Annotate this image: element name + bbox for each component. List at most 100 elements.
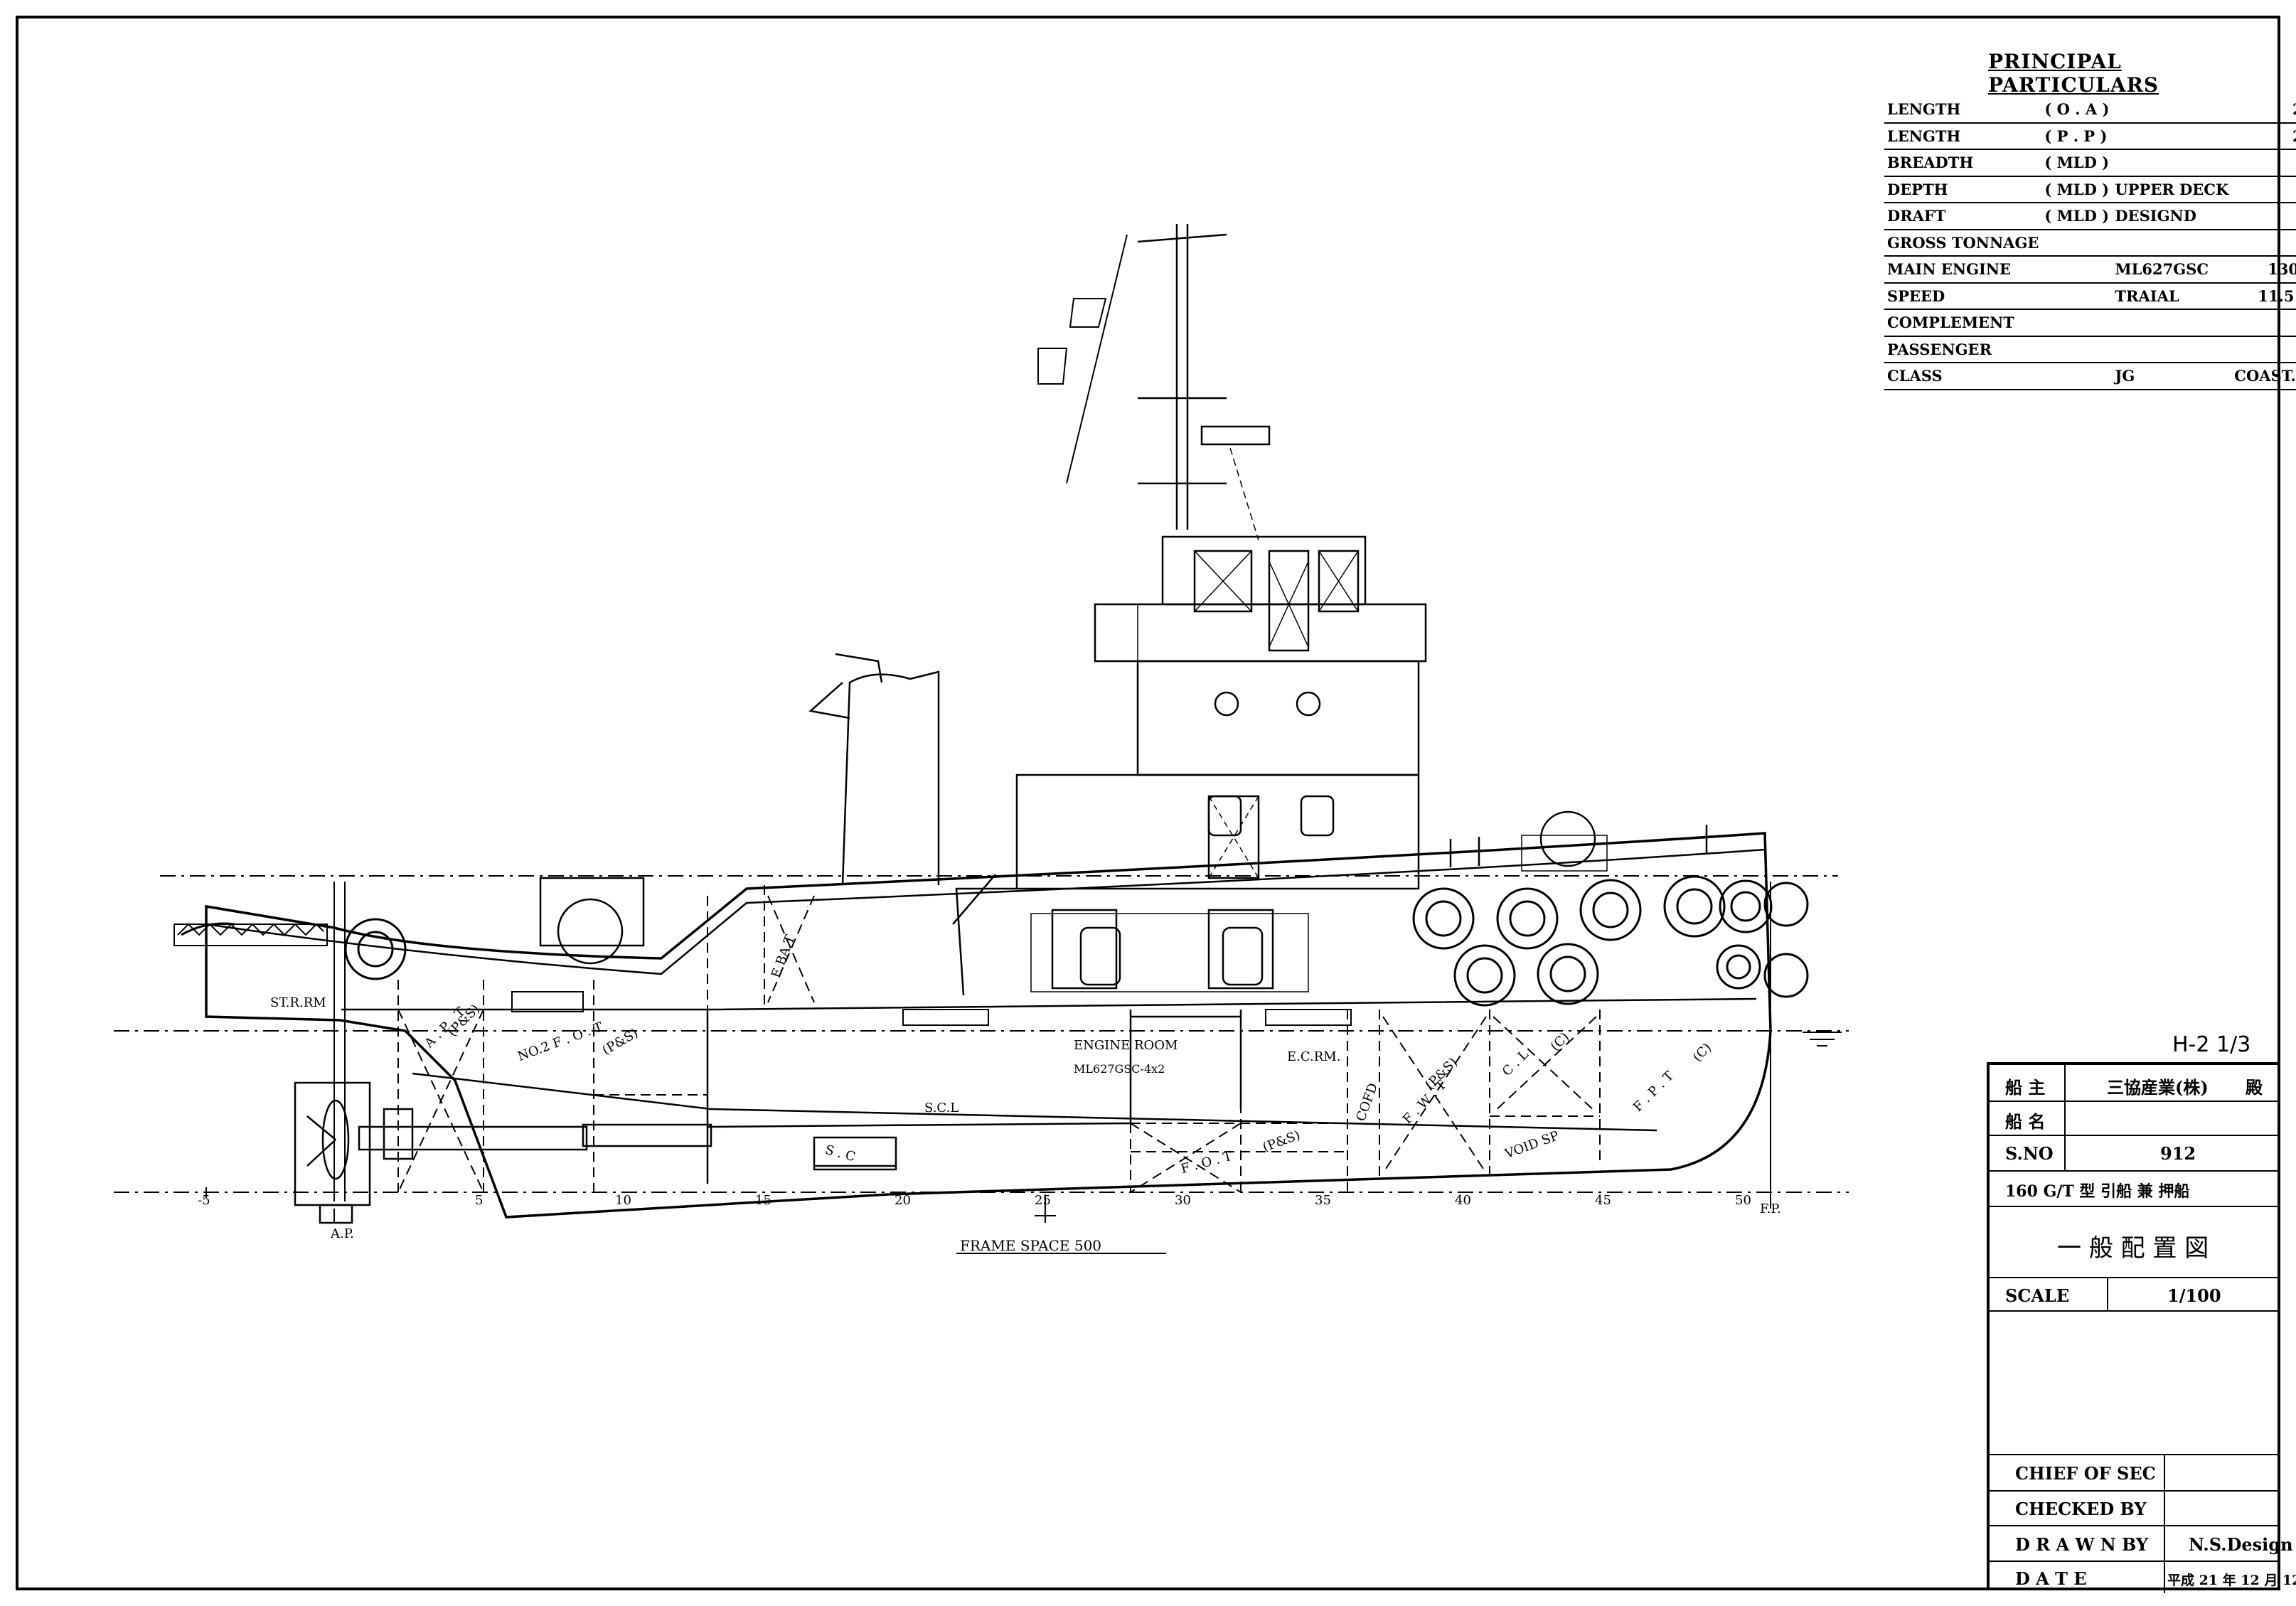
date-label: D A T E [2015,1568,2087,1589]
particulars-key: MAIN ENGINE [1884,256,2042,284]
checked-label: CHECKED BY [2015,1499,2147,1519]
particulars-key: GROSS TONNAGE [1884,229,2042,257]
title-block: 船 主 三協産業(株) 殿 船 名 S.NO 912 160 G/T 型 引船 … [1987,1062,2296,1593]
particulars-row: DRAFT( MLD )DESIGND2.90 M [1884,203,2296,230]
main-deck-line [341,997,1757,1011]
frame-tick-label: 15 [755,1193,771,1208]
particulars-value: 2.90 M [2231,203,2296,230]
scale-label: SCALE [2005,1285,2070,1306]
particulars-value: 28.00 M [2231,97,2296,124]
label-frame-space: FRAME SPACE 500 [960,1237,1102,1254]
upper-deck-line [205,848,1766,975]
frame-tick-label: 10 [615,1193,631,1208]
frame-tick-label: 40 [1455,1193,1471,1208]
hull-outline [205,832,1772,1219]
sno-value: 912 [2160,1143,2196,1164]
particulars-row: GROSS TONNAGE 157 T [1884,229,2296,257]
particulars-key: PASSENGER [1884,336,2042,363]
tank-boundaries [397,885,1601,1193]
particulars-extra [2112,122,2232,150]
drawing-title: 一 般 配 置 図 [2057,1234,2209,1263]
label-ec-rm: E.C.RM. [1287,1049,1341,1064]
particulars-key: LENGTH [1884,97,2042,124]
ship-name-label: 船 名 [2005,1111,2046,1132]
particulars-qual: ( MLD ) [2041,176,2113,203]
particulars-extra [2112,229,2232,257]
particulars-qual: ( MLD ) [2041,149,2113,177]
particulars-row: MAIN ENGINE ML627GSC1300PS x 2 [1884,256,2296,284]
particulars-row: LENGTH( P . P ) 25.50 M [1884,122,2296,150]
particulars-value: 5 P [2231,309,2296,337]
label-engine-model: ML627GSC-4x2 [1074,1062,1165,1076]
ship-type: 160 G/T 型 引船 兼 押船 [2005,1182,2190,1201]
particulars-key: SPEED [1884,282,2042,310]
particulars-key: LENGTH [1884,122,2042,150]
frame-tick-label: -5 [198,1193,210,1208]
waterline-marker [1803,1032,1842,1046]
particulars-qual [2041,282,2113,310]
particulars-value: 7 P [2231,336,2296,363]
hatched-blocks [173,923,1352,1026]
mast [1037,224,1271,541]
particulars-key: CLASS [1884,363,2042,390]
principal-particulars-title: PRINCIPAL PARTICULARS [1988,50,2159,97]
particulars-qual [2041,363,2113,390]
particulars-qual [2041,229,2113,257]
particulars-qual: ( O . A ) [2041,97,2113,124]
chief-label: CHIEF OF SEC [2015,1463,2156,1484]
date-value: 平成 21 年 12 月 12日 [2167,1573,2296,1588]
particulars-value: 1300PS x 2 [2231,256,2296,284]
label-scl: S.C.L [924,1101,959,1115]
particulars-value: 25.50 M [2231,122,2296,150]
bow-bulwark [1449,825,1708,867]
frame-ticks [205,882,1771,1254]
principal-particulars-table: LENGTH( O . A ) 28.00 M LENGTH( P . P ) 25.… [1884,97,2296,390]
frame-tick-label: 35 [1315,1193,1331,1208]
particulars-extra: UPPER DECK [2112,176,2232,203]
label-engine-room: ENGINE ROOM [1074,1038,1178,1053]
particulars-row: PASSENGER 7 P [1884,336,2296,363]
particulars-key: BREADTH [1884,149,2042,177]
owner-suffix: 殿 [2246,1077,2263,1098]
sno-label: S.NO [2005,1143,2054,1164]
particulars-row: LENGTH( O . A ) 28.00 M [1884,97,2296,124]
particulars-key: DRAFT [1884,203,2042,230]
particulars-value: COAST.G AREA [2231,363,2296,390]
drawn-label: D R A W N BY [2015,1534,2149,1555]
deck-house-upper [1094,535,1427,879]
particulars-qual [2041,309,2113,337]
particulars-value: 8.60 M [2231,149,2296,177]
drawn-value: N.S.Design [2189,1534,2293,1555]
bulkheads [706,1010,1242,1184]
reference-lines [114,875,1849,1193]
particulars-extra [2112,149,2232,177]
label-fp: F.P. [1760,1201,1781,1216]
frame-tick-label: 30 [1175,1193,1191,1208]
owner-value: 三協産業(株) [2107,1077,2209,1098]
particulars-key: DEPTH [1884,176,2042,203]
particulars-value: 11.5 KNOTS [2231,282,2296,310]
frame-tick-label: 50 [1735,1193,1751,1208]
frame-tick-label: 45 [1595,1193,1611,1208]
frame-tick-label: 20 [895,1193,911,1208]
particulars-qual: ( P . P ) [2041,122,2113,150]
particulars-value: 3.25 M [2231,176,2296,203]
particulars-extra: ML627GSC [2112,256,2232,284]
particulars-qual [2041,256,2113,284]
particulars-qual [2041,336,2113,363]
particulars-row: DEPTH( MLD )UPPER DECK3.25 M [1884,176,2296,203]
owner-label: 船 主 [2005,1077,2046,1098]
stern-gear [294,882,712,1224]
frame-tick-label: 25 [1035,1193,1051,1208]
label-ap: A.P. [331,1226,354,1241]
particulars-qual: ( MLD ) [2041,203,2113,230]
scale-value: 1/100 [2167,1285,2221,1306]
particulars-key: COMPLEMENT [1884,309,2042,337]
particulars-extra: TRAIAL [2112,282,2232,310]
fenders [344,875,1809,1007]
particulars-value: 157 T [2231,229,2296,257]
winches [539,810,1608,965]
particulars-extra: JG [2112,363,2232,390]
